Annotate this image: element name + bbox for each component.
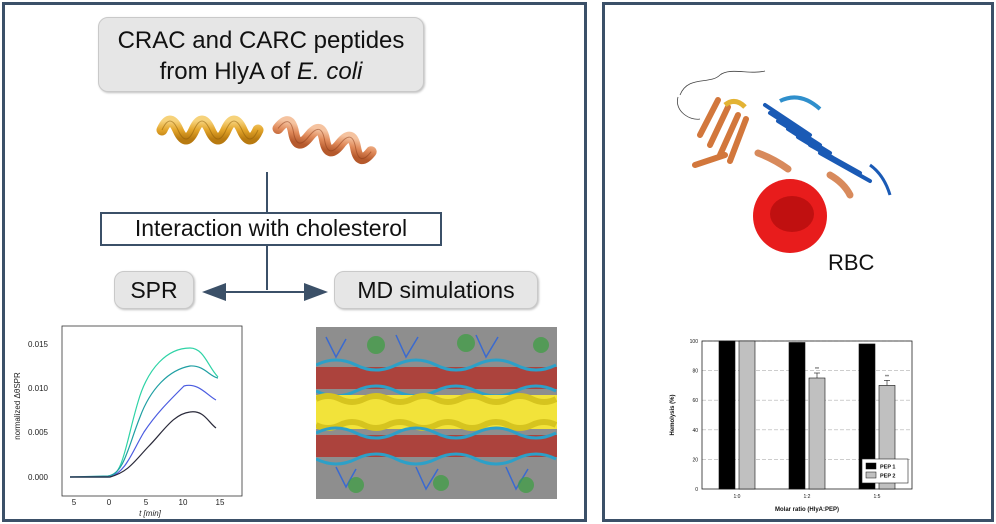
interaction-box: Interaction with cholesterol [100, 212, 442, 246]
carc-helix-near-rbc [754, 149, 792, 173]
bar-1-0 [738, 340, 756, 490]
bar-ytick-1: 20 [692, 457, 698, 463]
legend-swatch-1 [865, 471, 877, 479]
title-box: CRAC and CARC peptides from HlyA of E. c… [98, 17, 424, 92]
spr-xtick-2: 5 [144, 498, 149, 507]
crac-peptide-helix [156, 115, 264, 145]
spr-ylabel: normalized ΔθSPR [13, 372, 22, 440]
bar-0-1 [788, 342, 806, 490]
bar-ytick-3: 60 [692, 398, 698, 404]
spr-xlabel: t [min] [139, 509, 162, 518]
bar-ytick-4: 80 [692, 369, 698, 375]
title-line2-italic: E. coli [297, 58, 363, 85]
top-lipid-layer [316, 334, 557, 398]
crac-helix-near-rbc [826, 171, 854, 199]
bar-ytick-0: 0 [695, 487, 698, 493]
title-line2-prefix: from HlyA of [159, 58, 297, 85]
spr-label-box: SPR [114, 271, 194, 309]
peptides-and-arrows [156, 115, 377, 290]
spr-plot: normalized ΔθSPR 0.015 0.010 0.005 0.000… [13, 325, 243, 518]
bar-plot-frame [701, 340, 913, 490]
bar-xtick-2: 1:5 [874, 494, 881, 500]
rbc-inner-dimple [770, 196, 814, 232]
bar-1-1 [808, 377, 826, 490]
double-arrow [202, 283, 328, 301]
spr-xtick-4: 15 [216, 498, 225, 507]
spr-curve-4 [70, 411, 217, 478]
bar-ytick-5: 100 [690, 339, 699, 345]
significance-mark: ** [815, 367, 819, 373]
legend-label-1: PEP 2 [880, 474, 896, 480]
hlya-protein-structure [676, 70, 892, 199]
spr-ytick-1: 0.010 [28, 384, 49, 393]
spr-curve-3 [70, 384, 217, 478]
spr-curve-2 [69, 365, 219, 478]
bar-ytick-2: 40 [692, 428, 698, 434]
bar-ylabel: Hemolysis (%) [670, 394, 676, 435]
spr-xtick-0: 5 [72, 498, 77, 507]
spr-xtick-3: 10 [179, 498, 188, 507]
bar-0-0 [718, 340, 736, 490]
spr-ytick-3: 0.000 [28, 473, 49, 482]
legend-swatch-0 [865, 462, 877, 470]
left-arrowhead [202, 283, 226, 301]
legend-label-0: PEP 1 [880, 465, 896, 471]
cholesterol-core [316, 393, 557, 431]
md-simulations-label-box: MD simulations [334, 271, 538, 309]
carc-peptide-helix [272, 116, 377, 165]
md-simulation-image [316, 327, 557, 499]
spr-plot-frame [61, 325, 243, 497]
orange-helical-domain [692, 97, 749, 168]
rbc-label: RBC [828, 250, 875, 275]
bar-xtick-1: 1:2 [804, 494, 811, 500]
blue-beta-domain [763, 95, 892, 196]
significance-mark: ** [885, 374, 889, 380]
spr-ytick-2: 0.005 [28, 428, 49, 437]
title-line1: CRAC and CARC peptides [117, 27, 405, 54]
spr-xtick-1: 0 [107, 498, 112, 507]
bar-0-2 [858, 343, 876, 490]
right-arrowhead [304, 283, 328, 301]
bar-xtick-0: 1:0 [734, 494, 741, 500]
title-line2: from HlyA of E. coli [99, 56, 423, 87]
red-blood-cell [753, 179, 827, 253]
bar-xlabel: Molar ratio (HlyA:PEP) [775, 507, 839, 513]
spr-ytick-0: 0.015 [28, 340, 49, 349]
spr-curve-1 [70, 347, 219, 478]
bottom-lipid-layer [316, 426, 557, 493]
